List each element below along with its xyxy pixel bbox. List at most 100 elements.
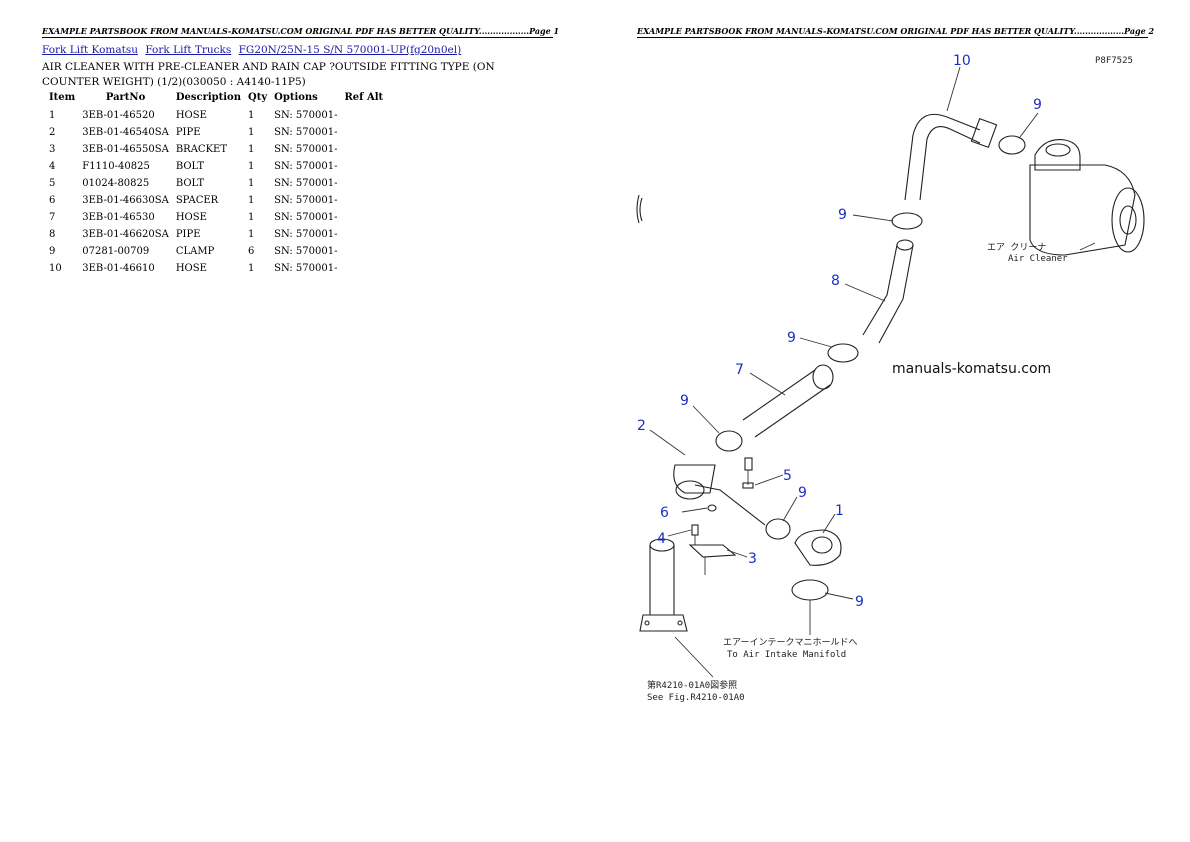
- cell-options: SN: 570001-: [274, 144, 338, 155]
- diagram-svg: P8F7525 エア クリーナ Air Cleaner: [636, 53, 1145, 703]
- see-fig-label-en: See Fig.R4210-01A0: [647, 693, 745, 703]
- air-cleaner-label-jp: エア クリーナ: [987, 242, 1046, 253]
- cell-ref-alt: [341, 226, 387, 243]
- air-cleaner-label-en: Air Cleaner: [1008, 254, 1068, 264]
- cell-ref-alt: [341, 192, 387, 209]
- cell-item: 9: [49, 246, 56, 257]
- callout-4: 4: [657, 531, 666, 547]
- exploded-parts-diagram: P8F7525 エア クリーナ Air Cleaner: [635, 45, 1155, 719]
- bolt-5-drawing: [742, 457, 754, 489]
- cell-qty: 1: [247, 195, 255, 206]
- cell-description: SPACER: [175, 195, 219, 206]
- callout-10: 10: [953, 53, 971, 69]
- clamp-drawing: [715, 430, 743, 452]
- cell-item: 4: [49, 161, 56, 172]
- cell-options: SN: 570001-: [274, 195, 338, 206]
- callout-7: 7: [735, 362, 744, 378]
- cell-options: SN: 570001-: [274, 178, 338, 189]
- cell-qty: 6: [247, 246, 255, 257]
- cell-description: HOSE: [175, 110, 207, 121]
- cell-options: SN: 570001-: [274, 246, 338, 257]
- callout-3: 3: [748, 551, 757, 567]
- cell-qty: 1: [247, 144, 255, 155]
- callout-9: 9: [798, 485, 807, 501]
- page-banner: EXAMPLE PARTSBOOK FROM MANUALS-KOMATSU.C…: [42, 26, 560, 38]
- table-header-row: Item PartNo Description Qty Options Ref …: [46, 90, 387, 107]
- cell-partno: 01024-80825: [82, 178, 150, 189]
- cell-description: HOSE: [175, 212, 207, 223]
- cell-item: 3: [49, 144, 56, 155]
- header-options: Options: [274, 91, 318, 103]
- cell-qty: 1: [247, 161, 255, 172]
- cell-partno: 3EB-01-46620SA: [82, 229, 169, 240]
- cell-ref-alt: [341, 243, 387, 260]
- callout-9: 9: [787, 330, 796, 346]
- cell-description: BRACKET: [175, 144, 228, 155]
- cell-partno: 07281-00709: [82, 246, 150, 257]
- callout-8: 8: [831, 273, 840, 289]
- cell-ref-alt: [341, 158, 387, 175]
- clamp-drawing: [791, 579, 829, 601]
- cell-item: 1: [49, 110, 56, 121]
- cell-item: 7: [49, 212, 56, 223]
- cell-options: SN: 570001-: [274, 263, 338, 274]
- cell-ref-alt: [341, 260, 387, 277]
- see-fig-label-jp: 第R4210-01A0図参照: [647, 679, 737, 691]
- breadcrumb-link-model[interactable]: FG20N/25N-15 S/N 570001-UP(fg20n0el): [238, 44, 462, 56]
- cell-partno: 3EB-01-46610: [82, 263, 155, 274]
- table-row: 9 07281-00709 CLAMP 6 SN: 570001-: [46, 243, 387, 260]
- cell-ref-alt: [341, 175, 387, 192]
- page-banner: EXAMPLE PARTSBOOK FROM MANUALS-KOMATSU.C…: [637, 26, 1155, 38]
- cell-item: 8: [49, 229, 56, 240]
- cell-item: 6: [49, 195, 56, 206]
- callout-9: 9: [838, 207, 847, 223]
- cell-options: SN: 570001-: [274, 212, 338, 223]
- header-qty: Qty: [247, 91, 268, 103]
- breadcrumb: Fork Lift Komatsu Fork Lift Trucks FG20N…: [42, 44, 465, 56]
- cell-options: SN: 570001-: [274, 229, 338, 240]
- callout-1: 1: [835, 503, 844, 519]
- watermark: manuals-komatsu.com: [892, 361, 1051, 377]
- hose-1-drawing: [794, 529, 842, 566]
- cell-qty: 1: [247, 127, 255, 138]
- cell-qty: 1: [247, 110, 255, 121]
- clamp-drawing: [998, 135, 1026, 155]
- callout-9: 9: [855, 594, 864, 610]
- edge-fragment: [636, 194, 640, 224]
- cell-ref-alt: [341, 124, 387, 141]
- header-partno: PartNo: [105, 91, 146, 103]
- air-cleaner-drawing: [1029, 139, 1145, 256]
- cell-description: PIPE: [175, 127, 201, 138]
- callout-2: 2: [637, 418, 646, 434]
- hose-7-drawing: [742, 364, 834, 438]
- cell-partno: 3EB-01-46630SA: [82, 195, 169, 206]
- cell-options: SN: 570001-: [274, 127, 338, 138]
- cell-ref-alt: [341, 209, 387, 226]
- callout-9: 9: [680, 393, 689, 409]
- cell-description: CLAMP: [175, 246, 215, 257]
- breadcrumb-link-category[interactable]: Fork Lift Trucks: [145, 44, 232, 56]
- intake-pipe-drawing: [639, 538, 688, 632]
- parts-table: Item PartNo Description Qty Options Ref …: [46, 90, 387, 277]
- bolt-4-drawing: [691, 524, 699, 545]
- cell-ref-alt: [341, 141, 387, 158]
- pipe-8-drawing: [862, 239, 914, 344]
- hose-10-drawing: [904, 113, 998, 201]
- page-title: AIR CLEANER WITH PRE-CLEANER AND RAIN CA…: [42, 61, 495, 88]
- cell-item: 2: [49, 127, 56, 138]
- cell-qty: 1: [247, 178, 255, 189]
- breadcrumb-link-brand[interactable]: Fork Lift Komatsu: [42, 44, 138, 56]
- cell-description: PIPE: [175, 229, 201, 240]
- callout-6: 6: [660, 505, 669, 521]
- callout-9: 9: [1033, 97, 1042, 113]
- cell-ref-alt: [341, 107, 387, 124]
- clamp-drawing: [765, 518, 791, 540]
- header-description: Description: [175, 91, 241, 103]
- intake-label-jp: エアーインテークマニホールドへ: [723, 637, 857, 648]
